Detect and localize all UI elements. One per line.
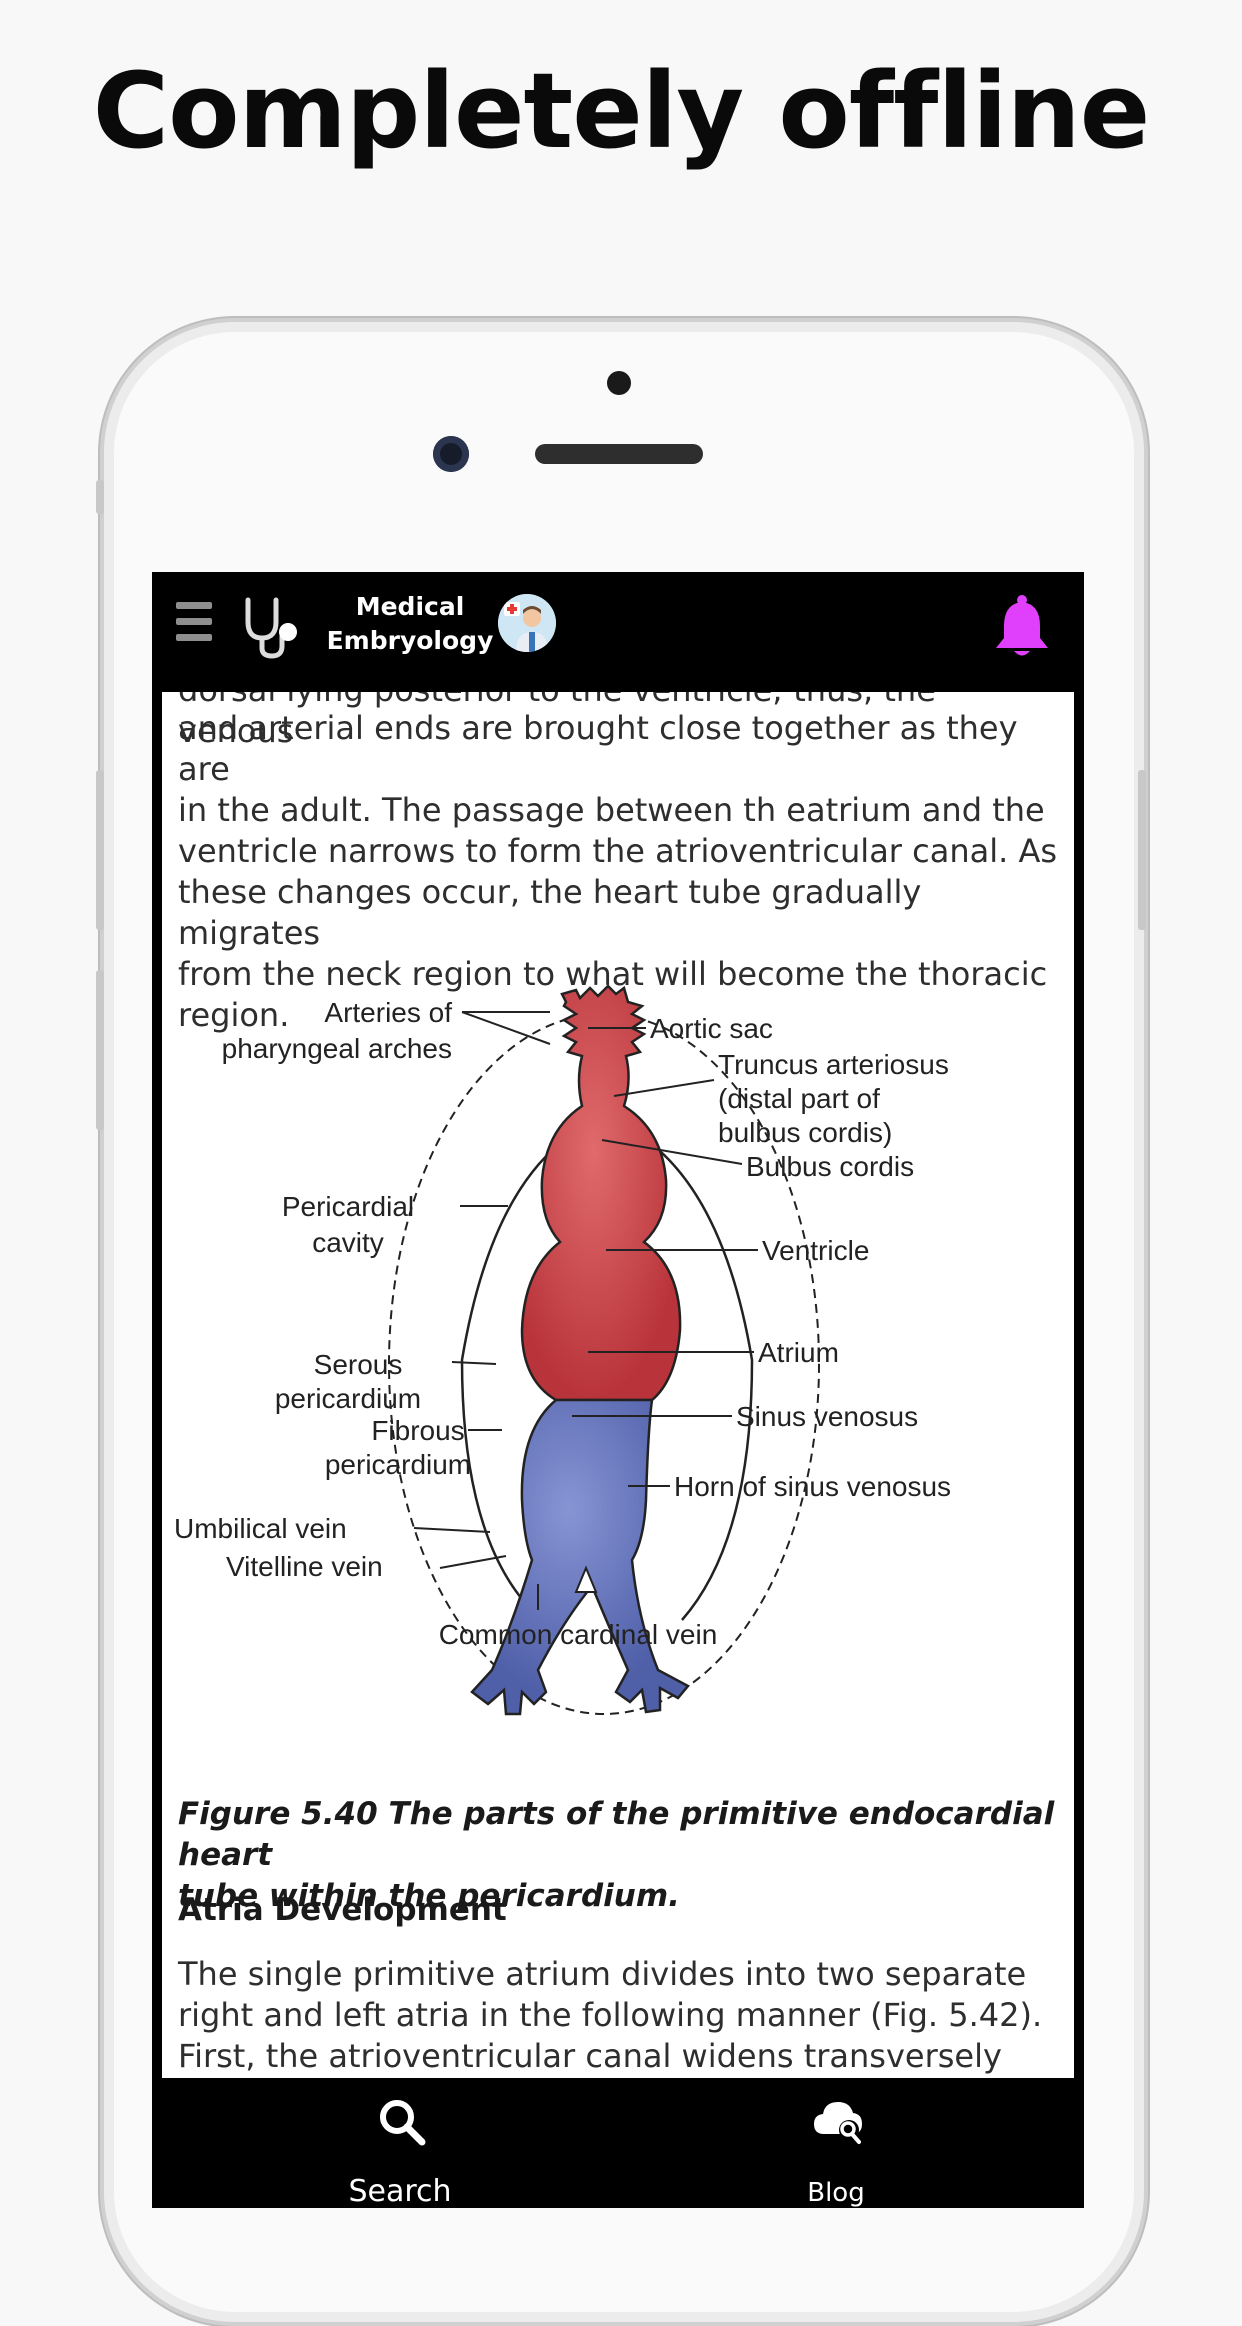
app-title: Medical Embryology — [320, 590, 500, 658]
label-truncus-2: (distal part of — [718, 1083, 880, 1114]
label-fibrous-2: pericardium — [325, 1449, 471, 1480]
label-arteries-1: Arteries of — [324, 997, 452, 1028]
proximity-sensor — [607, 371, 631, 395]
bell-icon[interactable] — [992, 594, 1052, 660]
caption-line: tube within the pericardium. — [178, 1878, 680, 1914]
label-arteries-2: pharyngeal arches — [222, 1033, 452, 1064]
label-cardinal: Common cardinal vein — [439, 1619, 718, 1650]
app-bar: Medical Embryology — [152, 572, 1084, 692]
label-aortic-sac: Aortic sac — [650, 1013, 773, 1044]
label-ventricle: Ventricle — [762, 1235, 869, 1266]
power-button — [1138, 770, 1146, 930]
paragraph-2: The single primitive atrium divides into… — [178, 1954, 1058, 2078]
volume-down-button — [96, 970, 104, 1130]
nav-blog-button[interactable]: Blog — [716, 2078, 956, 2208]
hamburger-icon[interactable] — [176, 602, 212, 650]
search-icon — [380, 2100, 426, 2146]
doctor-icon — [498, 594, 556, 652]
paragraph-line: from the neck region to what will become… — [178, 955, 1048, 993]
paragraph-line: First, the atrioventricular canal widens… — [178, 2037, 1002, 2075]
label-fibrous-1: Fibrous — [371, 1415, 464, 1446]
section-heading: Atria Development — [178, 1892, 507, 1928]
paragraph-line: these changes occur, the heart tube grad… — [178, 873, 922, 952]
headline: Completely offline — [92, 50, 1150, 172]
label-serous-2: pericardium — [275, 1383, 421, 1414]
figure-caption: Figure 5.40 The parts of the primitive e… — [178, 1794, 1058, 1917]
heart-tube-figure: Arteries of pharyngeal arches Aortic sac… — [174, 984, 951, 1716]
label-pericardial-1: Pericardial — [282, 1191, 414, 1222]
paragraph-line: and arterial ends are brought close toge… — [178, 709, 1018, 788]
paragraph-line: right and left atria in the following ma… — [178, 1996, 1043, 2034]
paragraph-line: ventricle narrows to form the atrioventr… — [178, 832, 1058, 870]
stethoscope-icon — [245, 597, 297, 659]
cloud-search-icon — [814, 2102, 862, 2144]
paragraph-line: in the adult. The passage between th eat… — [178, 791, 1045, 829]
label-bulbus-cordis: Bulbus cordis — [746, 1151, 914, 1182]
label-pericardial-2: cavity — [312, 1227, 384, 1258]
label-truncus-3: bulbus cordis) — [718, 1117, 892, 1148]
article-content: dorsal lying posterior to the ventricle;… — [162, 692, 1074, 2078]
nav-search-label: Search — [348, 2174, 452, 2208]
volume-up-button — [96, 770, 104, 930]
nav-search-button[interactable]: Search — [280, 2078, 520, 2208]
bottom-navigation: Search Blog — [152, 2078, 1084, 2208]
app-title-line2: Embryology — [326, 626, 494, 655]
side-button — [96, 480, 104, 514]
app-screen: Medical Embryology dorsal lying posterio… — [152, 572, 1084, 2208]
label-horn: Horn of sinus venosus — [674, 1471, 951, 1502]
label-atrium: Atrium — [758, 1337, 839, 1368]
caption-line: Figure 5.40 The parts of the primitive e… — [178, 1796, 1055, 1873]
label-umbilical: Umbilical vein — [174, 1513, 347, 1544]
earpiece-speaker — [535, 444, 703, 464]
nav-blog-label: Blog — [807, 2178, 865, 2208]
paragraph-line: The single primitive atrium divides into… — [178, 1955, 1027, 1993]
paragraph-line: region. — [178, 996, 290, 1034]
label-serous-1: Serous — [314, 1349, 403, 1380]
cut-off-line: dorsal lying posterior to the ventricle;… — [178, 692, 936, 750]
label-vitelline: Vitelline vein — [226, 1551, 383, 1582]
front-camera — [433, 436, 469, 472]
label-sinus-venosus: Sinus venosus — [736, 1401, 918, 1432]
label-truncus-1: Truncus arteriosus — [718, 1049, 949, 1080]
app-title-line1: Medical — [355, 592, 465, 621]
paragraph-1: and arterial ends are brought close toge… — [178, 708, 1058, 1036]
